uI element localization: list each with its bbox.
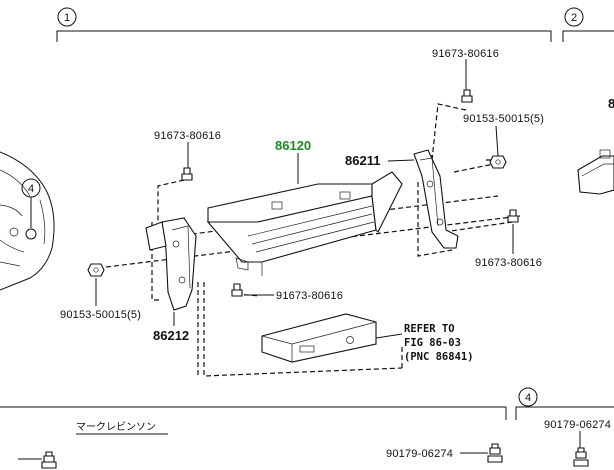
- svg-text:4: 4: [28, 183, 34, 195]
- bolt-mid-icon: [231, 283, 243, 297]
- bolt-top-right-icon: [461, 89, 473, 103]
- adjacent-part-right: 8: [577, 96, 614, 195]
- part-label-91673-80616-top-right: 91673-80616: [432, 48, 499, 60]
- section-marker-1: 1: [57, 7, 77, 27]
- bracket-86212: [145, 217, 197, 311]
- lower-module: [261, 313, 377, 363]
- part-label-91673-80616-mid: 91673-80616: [276, 290, 343, 302]
- part-label-90179-06274-mid: 90179-06274: [386, 448, 453, 460]
- part-label-86120: 86120: [275, 138, 311, 153]
- part-label-86211: 86211: [345, 153, 380, 168]
- svg-text:8: 8: [608, 96, 614, 111]
- section-marker-4-bottom: 4: [518, 387, 538, 407]
- part-label-86212: 86212: [153, 328, 189, 343]
- svg-text:2: 2: [571, 12, 577, 24]
- section-marker-4-left: 4: [21, 178, 41, 240]
- reference-line-2: FIG 86-03: [404, 337, 461, 349]
- bracket-86211: [413, 149, 459, 249]
- part-label-90153-50015-left: 90153-50015(5): [60, 309, 141, 321]
- reference-line-3: (PNC 86841): [404, 351, 474, 363]
- part-label-90153-50015-right: 90153-50015(5): [463, 113, 544, 125]
- svg-text:1: 1: [64, 12, 70, 24]
- fasteners: [41, 89, 589, 469]
- clip-bottom-left-icon: [41, 451, 57, 469]
- svg-text:4: 4: [525, 392, 531, 404]
- nut-right-icon: [489, 155, 507, 169]
- part-label-90179-06274-right: 90179-06274: [544, 419, 611, 431]
- vehicle-outline-left: [0, 151, 55, 291]
- bolt-right-icon: [507, 209, 519, 223]
- section-brackets: [0, 30, 614, 420]
- part-label-91673-80616-top-left: 91673-80616: [154, 130, 221, 142]
- part-label-91673-80616-right: 91673-80616: [475, 257, 542, 269]
- variant-label: マークレビンソン: [76, 421, 168, 435]
- leader-lines: [18, 59, 581, 460]
- bolt-top-left-icon: [181, 167, 193, 181]
- clip-bottom-mid-icon: [487, 443, 503, 463]
- nut-left-icon: [87, 263, 105, 277]
- variant-label-text: マークレビンソン: [76, 421, 156, 433]
- reference-line-1: REFER TO: [404, 323, 455, 335]
- clip-bottom-right-icon: [573, 447, 589, 467]
- section-marker-2: 2: [564, 7, 584, 27]
- main-unit-86120: [206, 171, 403, 276]
